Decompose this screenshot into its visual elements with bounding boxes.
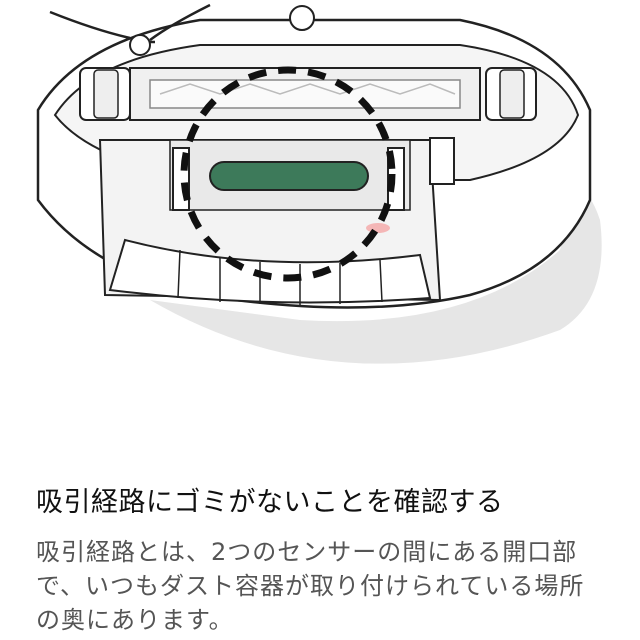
bin-grille <box>108 238 432 304</box>
suction-opening <box>209 161 369 191</box>
instruction-text: 吸引経路とは、2つのセンサーの間にある開口部で、いつもダスト容器が取り付けられて… <box>36 538 585 634</box>
left-wheel-inner <box>93 69 119 119</box>
grille-dividers <box>177 249 383 305</box>
side-brush-hub <box>129 34 151 56</box>
sensor-glow <box>366 223 390 233</box>
robot-vacuum-illustration <box>36 3 602 364</box>
right-wheel-inner <box>499 69 525 119</box>
page-title: 吸引経路にゴミがないことを確認する <box>36 487 504 518</box>
bin-latch <box>429 137 455 185</box>
floor-shadow <box>150 185 602 364</box>
highlight-dashed-circle <box>180 66 396 282</box>
brush-bristles <box>159 83 456 95</box>
brush-roll <box>149 79 461 109</box>
caster <box>289 5 315 31</box>
